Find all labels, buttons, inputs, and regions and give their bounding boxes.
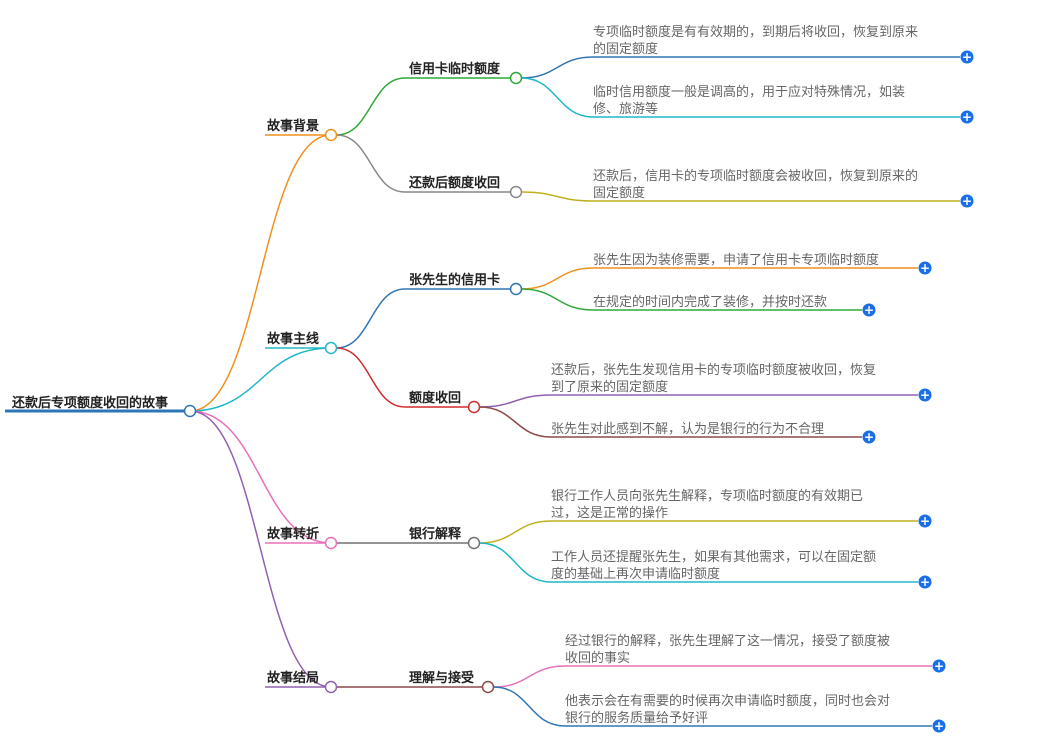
expand-button[interactable]: + [862, 430, 876, 444]
sub-connector [336, 347, 406, 408]
leaf-connector [479, 542, 552, 583]
expand-button[interactable]: + [960, 50, 974, 64]
branch-node[interactable] [324, 536, 338, 550]
branch-label: 故事转折 [267, 526, 319, 542]
sub-node[interactable] [467, 536, 481, 550]
plus-circle-icon [918, 514, 932, 528]
sub-node[interactable] [467, 400, 481, 414]
sub-node[interactable] [509, 185, 523, 199]
branch-label: 故事背景 [267, 118, 319, 134]
branch-connector [189, 410, 332, 544]
expand-button[interactable]: + [932, 659, 946, 673]
expand-button[interactable]: + [960, 110, 974, 124]
plus-icon: + [934, 719, 944, 733]
branch-connector [189, 347, 332, 412]
expand-button[interactable]: + [918, 514, 932, 528]
leaf-connector [521, 77, 594, 118]
plus-icon: + [962, 110, 972, 124]
expand-button[interactable]: + [862, 303, 876, 317]
sub-label: 理解与接受 [409, 670, 474, 686]
sub-label: 张先生的信用卡 [409, 272, 500, 288]
leaf-connector [493, 665, 566, 688]
expand-button[interactable]: + [918, 261, 932, 275]
sub-node[interactable] [481, 680, 495, 694]
sub-connector [336, 288, 406, 349]
expand-button[interactable]: + [960, 194, 974, 208]
plus-icon: + [920, 514, 930, 528]
leaf-text: 在规定的时间内完成了装修，并按时还款 [593, 294, 827, 310]
leaf-connector [493, 686, 566, 727]
sub-label: 还款后额度收回 [408, 175, 500, 191]
sub-connector [336, 77, 406, 136]
plus-icon: + [864, 303, 874, 317]
branch-connector [189, 134, 332, 412]
leaf-text: 张先生因为装修需要，申请了信用卡专项临时额度 [593, 252, 879, 268]
leaf-text: 到了原来的固定额度 [551, 379, 668, 395]
plus-icon: + [864, 430, 874, 444]
branch-label: 故事主线 [267, 331, 319, 347]
leaf-text: 固定额度 [593, 185, 645, 201]
leaf-text: 收回的事实 [565, 650, 630, 666]
leaf-connector [521, 191, 594, 202]
leaf-connector [479, 394, 552, 408]
expand-button[interactable]: + [918, 575, 932, 589]
leaf-connector [479, 406, 552, 438]
leaf-text: 修、旅游等 [593, 101, 658, 117]
sub-label: 额度收回 [409, 390, 461, 406]
sub-node[interactable] [509, 71, 523, 85]
leaf-text: 经过银行的解释，张先生理解了这一情况，接受了额度被 [565, 633, 890, 649]
plus-circle-icon [862, 303, 876, 317]
leaf-text: 还款后，张先生发现信用卡的专项临时额度被收回，恢复 [551, 362, 876, 378]
leaf-connector [479, 520, 552, 544]
plus-circle-icon [932, 659, 946, 673]
branch-label: 故事结局 [267, 670, 319, 686]
plus-icon: + [920, 261, 930, 275]
expand-button[interactable]: + [932, 719, 946, 733]
plus-circle-icon [932, 719, 946, 733]
plus-circle-icon [960, 194, 974, 208]
plus-circle-icon [960, 110, 974, 124]
leaf-text: 的固定额度 [593, 41, 658, 57]
leaf-connector [521, 288, 594, 311]
branch-node[interactable] [324, 680, 338, 694]
expand-button[interactable]: + [918, 388, 932, 402]
leaf-text: 他表示会在有需要的时候再次申请临时额度，同时也会对 [565, 693, 890, 709]
plus-icon: + [962, 194, 972, 208]
plus-circle-icon [960, 50, 974, 64]
branch-node[interactable] [324, 341, 338, 355]
leaf-text: 张先生对此感到不解，认为是银行的行为不合理 [551, 421, 824, 437]
leaf-text: 专项临时额度是有有效期的，到期后将收回，恢复到原来 [593, 24, 918, 40]
plus-circle-icon [862, 430, 876, 444]
plus-icon: + [962, 50, 972, 64]
plus-circle-icon [918, 261, 932, 275]
plus-icon: + [920, 388, 930, 402]
plus-circle-icon [918, 388, 932, 402]
sub-node[interactable] [509, 282, 523, 296]
plus-circle-icon [918, 575, 932, 589]
sub-label: 银行解释 [409, 526, 462, 542]
leaf-text: 银行工作人员向张先生解释，专项临时额度的有效期已 [551, 488, 863, 504]
sub-connector [336, 134, 406, 193]
leaf-text: 临时信用额度一般是调高的，用于应对特殊情况，如装 [593, 84, 905, 100]
leaf-connector [521, 56, 594, 79]
root-label: 还款后专项额度收回的故事 [11, 395, 168, 411]
leaf-text: 银行的服务质量给予好评 [565, 710, 708, 726]
root-node[interactable] [183, 404, 197, 418]
branch-connector [189, 410, 332, 688]
sub-label: 信用卡临时额度 [409, 61, 501, 77]
leaf-text: 过，这是正常的操作 [551, 505, 668, 521]
leaf-connector [521, 267, 594, 290]
leaf-text: 度的基础上再次申请临时额度 [551, 566, 720, 582]
plus-icon: + [920, 575, 930, 589]
leaf-text: 工作人员还提醒张先生，如果有其他需求，可以在固定额 [551, 549, 876, 565]
leaf-text: 还款后，信用卡的专项临时额度会被收回，恢复到原来的 [593, 168, 918, 184]
plus-icon: + [934, 659, 944, 673]
branch-node[interactable] [324, 128, 338, 142]
